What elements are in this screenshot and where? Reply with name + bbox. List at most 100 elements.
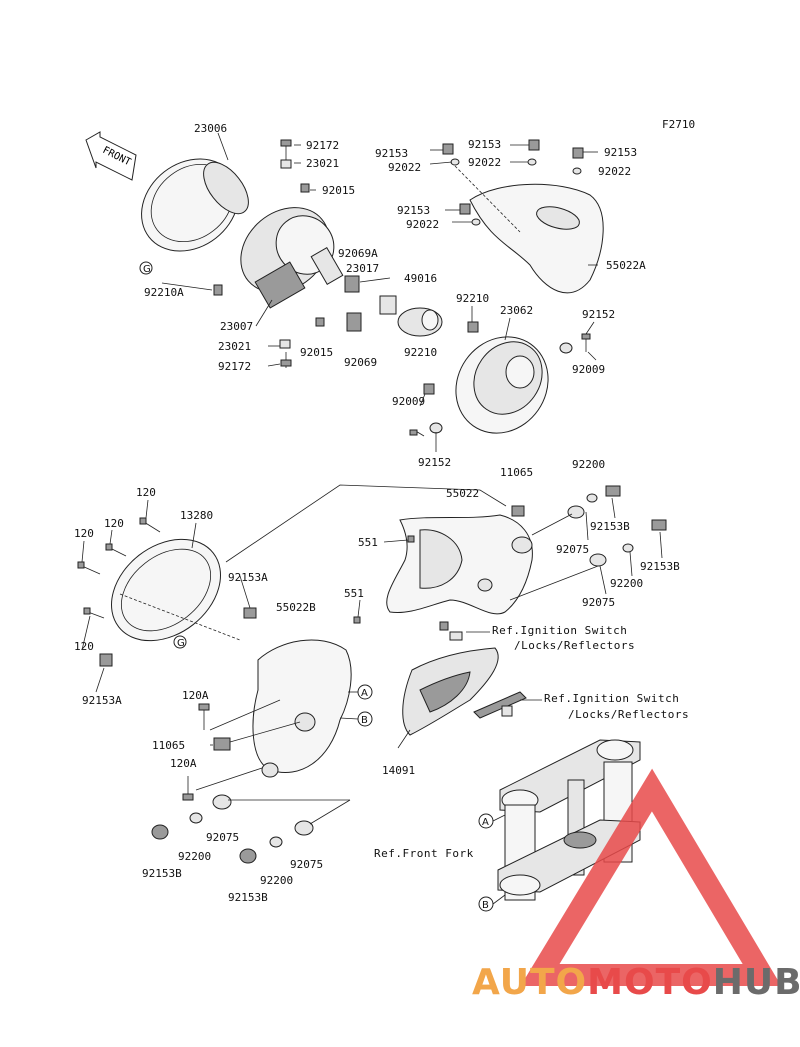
label-92172-bot: 92172 (218, 360, 251, 373)
label-55022A: 55022A (606, 259, 646, 272)
clip-92210A (213, 284, 223, 296)
leaders-rim (81, 499, 251, 693)
leader-b-2 (492, 894, 506, 905)
washer-92200-d (269, 836, 283, 848)
label-13280: 13280 (180, 509, 213, 522)
bolt-92153B-c (151, 824, 169, 840)
label-92210A: 92210A (144, 286, 184, 299)
washer-92075-d (294, 820, 314, 836)
washer-92200-t (586, 493, 598, 503)
watermark-part-hub: HUB (712, 962, 800, 1003)
label-92210-mid: 92210 (404, 346, 437, 359)
clip-551-a (407, 535, 415, 543)
grommet-92153A-a (243, 607, 257, 619)
label-23021-top: 23021 (306, 157, 339, 170)
socket-92069A (344, 275, 360, 293)
rim-13280 (111, 538, 221, 642)
clip-551-b (353, 616, 361, 624)
bolt-92153B-b (651, 519, 667, 531)
label-92200-m: 92200 (610, 577, 643, 590)
marker-b-2-label: B (482, 900, 489, 911)
label-92200-t: 92200 (572, 458, 605, 471)
label-92152-b: 92152 (418, 456, 451, 469)
label-92022-d: 92022 (406, 218, 439, 231)
nut-23021-top (280, 159, 292, 169)
label-92153A-b: 92153A (82, 694, 122, 707)
leaders-fairing (225, 484, 663, 618)
nut-23021-bot (279, 339, 291, 349)
marker-g-2-label: G (177, 638, 185, 649)
leaders-cowl (429, 144, 598, 266)
grommet-11065-top (511, 505, 525, 517)
ref-front-fork: Ref.Front Fork (374, 847, 474, 860)
bolts-92153-top (442, 139, 584, 226)
label-49016: 49016 (404, 272, 437, 285)
label-92152-r: 92152 (582, 308, 615, 321)
label-92015-top: 92015 (322, 184, 355, 197)
label-120-b: 120 (104, 517, 124, 530)
label-23021-bot: 23021 (218, 340, 251, 353)
headlight-rim (141, 158, 249, 252)
washer-92075-c (212, 794, 232, 810)
washer-92075-b (589, 553, 607, 567)
bolt-120A-a (198, 703, 210, 730)
marker-a-2-label: A (482, 817, 489, 828)
label-92153B-a: 92153B (590, 520, 630, 533)
label-55022: 55022 (446, 487, 479, 500)
leaders-headlight-r (419, 306, 597, 452)
label-92015-bot: 92015 (300, 346, 333, 359)
label-14091: 14091 (382, 764, 415, 777)
label-120-c: 120 (74, 527, 94, 540)
socket-92069 (346, 312, 362, 332)
label-92022-c: 92022 (598, 165, 631, 178)
bolt-ignition-1 (439, 621, 463, 641)
nut-92015-bot (315, 317, 325, 327)
marker-g-1 (139, 261, 153, 275)
ref-ignition-2b: /Locks/Reflectors (568, 708, 689, 721)
watermark-logo: AUTOMOTOHUB (472, 962, 800, 1003)
screw-92009-r (581, 333, 591, 352)
label-92069A: 92069A (338, 247, 378, 260)
label-11065-top: 11065 (500, 466, 533, 479)
label-23006: 23006 (194, 122, 227, 135)
grommet-92152-b (429, 422, 443, 434)
watermark-triangle-icon (520, 768, 782, 986)
grommet-92152-r (559, 342, 573, 354)
nut-92015-top (300, 183, 310, 193)
label-92200-c: 92200 (178, 850, 211, 863)
grommet-92153A-b (99, 653, 113, 667)
screws-120 (77, 517, 161, 619)
front-arrow-icon: FRONT (85, 131, 137, 181)
steering-stem (497, 739, 641, 901)
bolt-92172-top (280, 139, 292, 162)
bolt-92172-bot (280, 352, 292, 368)
label-551-b: 551 (344, 587, 364, 600)
label-92172-top: 92172 (306, 139, 339, 152)
upper-cowl-55022A (469, 183, 604, 294)
marker-b-1-label: B (361, 715, 368, 726)
fairing-55022 (386, 514, 533, 615)
screw-92009-l (409, 429, 425, 437)
marker-a-1-label: A (361, 688, 368, 699)
label-23062: 23062 (500, 304, 533, 317)
ref-ignition-1a: Ref.Ignition Switch (492, 624, 627, 637)
bolt-92153B-a (605, 485, 621, 497)
marker-g-2 (173, 635, 187, 649)
watermark-part-auto: AUTO (472, 962, 588, 1003)
washer-92075-a (567, 505, 585, 519)
grommet-11065-b (213, 737, 231, 751)
watermark-part-moto: MOTO (587, 962, 713, 1003)
label-92075-a: 92075 (556, 543, 589, 556)
bolt-92153B-d (239, 848, 257, 864)
label-92153B-c: 92153B (142, 867, 182, 880)
bulb-23017 (379, 295, 397, 315)
label-120-d: 120 (74, 640, 94, 653)
label-92210-r: 92210 (456, 292, 489, 305)
leader-a-2 (492, 814, 506, 822)
label-23007: 23007 (220, 320, 253, 333)
label-92200-d: 92200 (260, 874, 293, 887)
label-92009-l: 92009 (392, 395, 425, 408)
figure-code: F2710 (662, 118, 695, 131)
washer-92200-m (622, 543, 634, 553)
